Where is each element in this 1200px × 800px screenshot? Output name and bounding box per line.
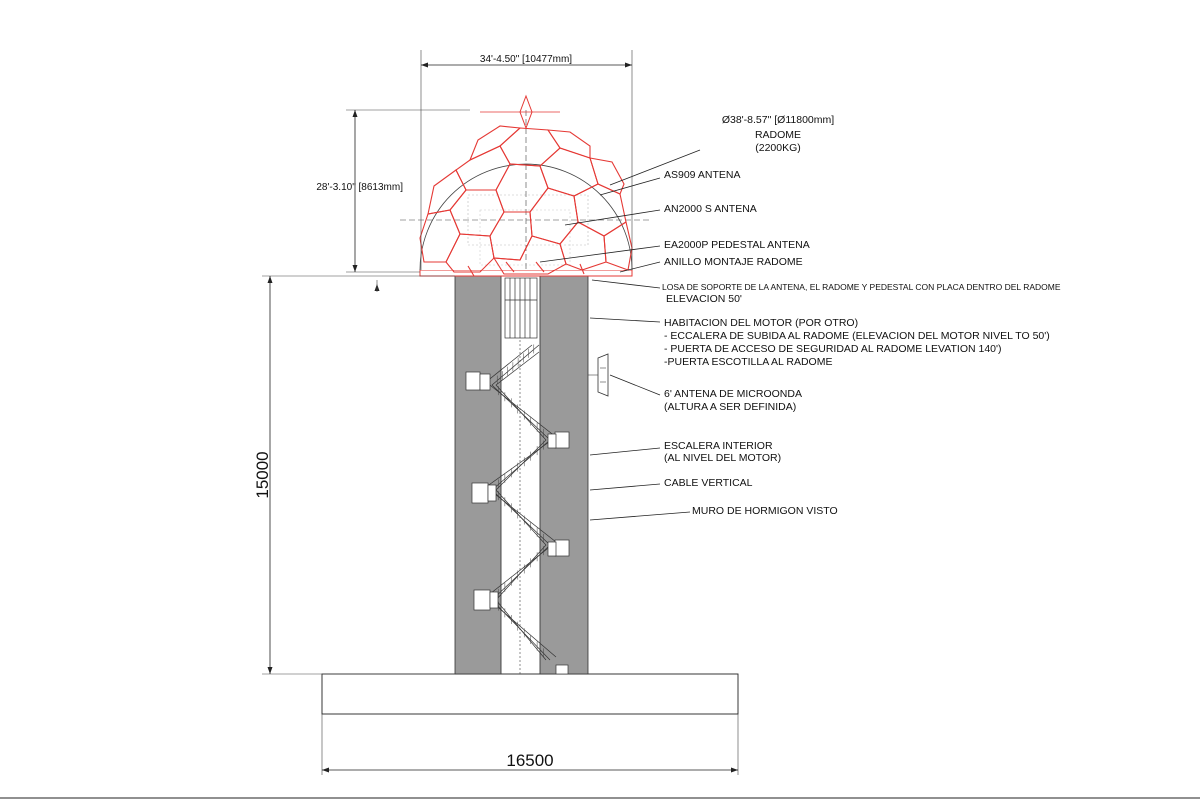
- label-microonda-2: (ALTURA A SER DEFINIDA): [664, 401, 796, 413]
- label-ea2000p: EA2000P PEDESTAL ANTENA: [664, 239, 810, 251]
- radome-dome: [400, 94, 650, 277]
- dim-tower-height-text: 15000: [253, 451, 272, 498]
- stair-landings: [465, 371, 570, 675]
- leader-lines: [539, 149, 701, 521]
- foundation-base: [321, 673, 739, 715]
- label-habitacion-3: - PUERTA DE ACCESO DE SEGURIDAD AL RADOM…: [664, 343, 1002, 355]
- label-escalera-2: (AL NIVEL DEL MOTOR): [664, 452, 781, 464]
- dim-radome-width-text: 34'-4.50" [10477mm]: [480, 54, 572, 65]
- label-microonda-1: 6' ANTENA DE MICROONDA: [664, 388, 802, 400]
- label-as909: AS909 ANTENA: [664, 169, 740, 181]
- label-an2000: AN2000 S ANTENA: [664, 203, 757, 215]
- dim-radome-height: 28'-3.10" [8613mm]: [316, 109, 470, 273]
- label-elevacion: ELEVACION 50': [666, 293, 742, 305]
- label-radome-name: RADOME: [755, 129, 801, 141]
- dim-radome-width: 34'-4.50" [10477mm]: [420, 50, 633, 270]
- label-habitacion-2: - ECCALERA DE SUBIDA AL RADOME (ELEVACIO…: [664, 330, 1050, 342]
- radome-slab: [419, 269, 633, 277]
- concrete-wall-right: [539, 273, 589, 675]
- microwave-antenna: [588, 353, 609, 397]
- label-cable: CABLE VERTICAL: [664, 477, 753, 489]
- label-anillo: ANILLO MONTAJE RADOME: [664, 256, 803, 268]
- label-muro: MURO DE HORMIGON VISTO: [692, 505, 838, 517]
- label-radome-diameter: Ø38'-8.57" [Ø11800mm]: [722, 114, 834, 126]
- label-losa: LOSA DE SOPORTE DE LA ANTENA, EL RADOME …: [662, 282, 1061, 292]
- label-habitacion-1: HABITACION DEL MOTOR (POR OTRO): [664, 317, 858, 329]
- dim-radome-height-text: 28'-3.10" [8613mm]: [316, 182, 403, 193]
- label-radome-weight: (2200KG): [755, 142, 801, 154]
- dim-base-width: 16500: [321, 714, 739, 775]
- ladder-top: [504, 277, 538, 339]
- dim-tower-height: 15000: [253, 275, 455, 675]
- dim-base-width-text: 16500: [506, 751, 553, 770]
- concrete-wall-left: [454, 273, 502, 675]
- label-habitacion-4: -PUERTA ESCOTILLA AL RADOME: [664, 356, 832, 368]
- label-escalera-1: ESCALERA INTERIOR: [664, 440, 773, 452]
